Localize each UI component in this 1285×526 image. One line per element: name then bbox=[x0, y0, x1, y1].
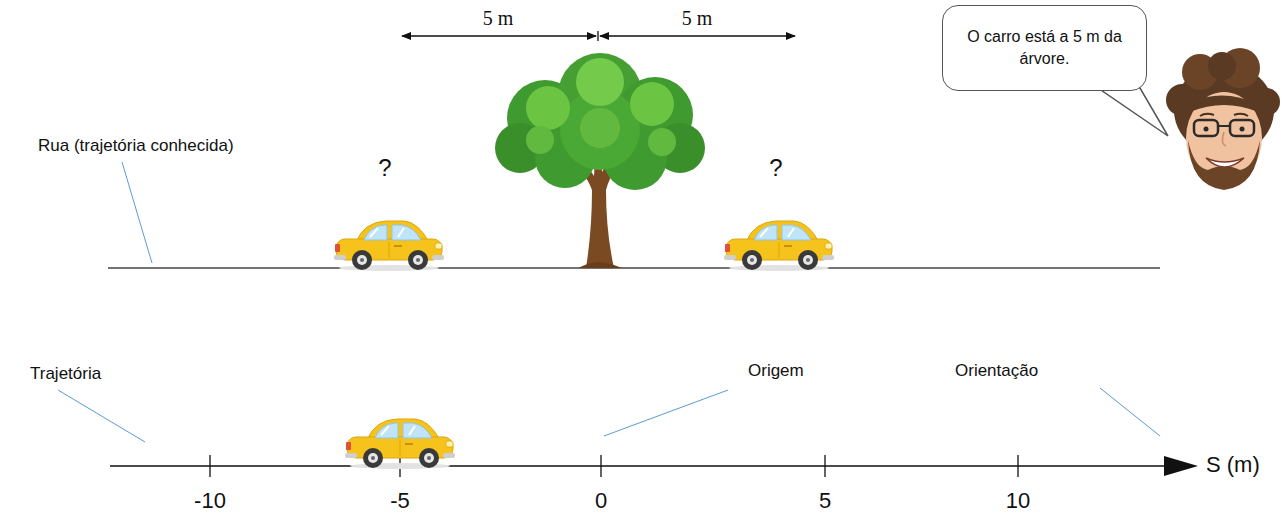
leader-line bbox=[604, 390, 728, 436]
axis-tick bbox=[600, 455, 601, 477]
bubble-text: O carro está a 5 m da árvore. bbox=[967, 26, 1122, 69]
axis-tick bbox=[1017, 455, 1018, 477]
bubble-tail bbox=[1098, 88, 1168, 136]
unknown-mark: ? bbox=[378, 154, 391, 183]
tick-label: -5 bbox=[390, 488, 410, 514]
dimension-label: 5 m bbox=[483, 6, 514, 30]
axis-tick bbox=[209, 455, 210, 477]
axis-unit-label: S (m) bbox=[1206, 452, 1260, 478]
dimension-tick bbox=[597, 31, 598, 41]
trajectory-label: Trajetória bbox=[30, 364, 101, 384]
dimension-line bbox=[600, 35, 795, 36]
axis-line bbox=[110, 465, 1168, 467]
speech-bubble: O carro está a 5 m da árvore. bbox=[942, 5, 1147, 91]
unknown-mark: ? bbox=[769, 154, 782, 183]
orientation-label: Orientação bbox=[955, 361, 1038, 381]
dimension-line bbox=[402, 35, 596, 36]
dimension-arrows bbox=[402, 31, 795, 41]
dimension-label: 5 m bbox=[682, 6, 713, 30]
axis-tick bbox=[824, 455, 825, 477]
tick-label: 5 bbox=[819, 488, 831, 514]
leader-line bbox=[122, 162, 152, 263]
tick-label: 10 bbox=[1006, 488, 1030, 514]
road-line bbox=[108, 267, 1160, 269]
tree bbox=[495, 53, 705, 268]
origin-label: Origem bbox=[748, 361, 804, 381]
road-label: Rua (trajetória conhecida) bbox=[38, 136, 234, 156]
axis-arrowhead bbox=[1164, 456, 1198, 476]
position-axis bbox=[110, 455, 1198, 477]
car bbox=[334, 221, 444, 271]
car bbox=[345, 419, 455, 469]
tick-label: 0 bbox=[595, 488, 607, 514]
person-face bbox=[1166, 48, 1280, 190]
tick-label: -10 bbox=[194, 488, 226, 514]
leader-line bbox=[1100, 388, 1160, 436]
leader-line bbox=[58, 390, 145, 442]
car bbox=[724, 221, 834, 271]
tree-roots bbox=[578, 262, 622, 268]
